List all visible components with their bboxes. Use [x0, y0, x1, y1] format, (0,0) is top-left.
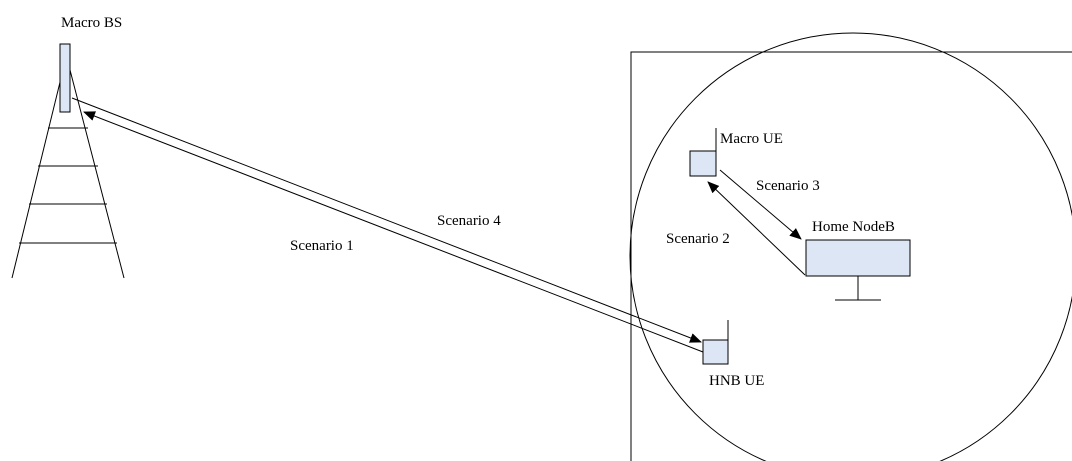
house-boundary	[630, 51, 1072, 461]
hnb-ue-phone-icon	[702, 320, 729, 365]
scenario-1-label: Scenario 1	[290, 238, 354, 254]
scenario-3-arrow	[719, 169, 802, 240]
femtocell-coverage-circle	[629, 32, 1072, 461]
macro-bs-antenna	[59, 43, 71, 113]
home-nodeb-label: Home NodeB	[812, 219, 895, 235]
scenario-3-label: Scenario 3	[756, 178, 820, 194]
scenario-4-label: Scenario 4	[437, 213, 501, 229]
hnb-ue-label: HNB UE	[709, 373, 764, 389]
home-coverage-area	[629, 32, 1072, 461]
scenario-4-arrow	[71, 97, 702, 343]
macro-ue-label: Macro UE	[720, 131, 783, 147]
macro-ue-phone-icon	[689, 128, 717, 177]
macro-bs-label: Macro BS	[61, 15, 122, 31]
macro-bs-tower-icon	[11, 43, 125, 279]
home-nodeb-icon	[805, 239, 911, 301]
scenario-2-label: Scenario 2	[666, 231, 730, 247]
scenario-2-arrow	[707, 181, 806, 276]
scenario-1-arrow	[83, 111, 704, 353]
